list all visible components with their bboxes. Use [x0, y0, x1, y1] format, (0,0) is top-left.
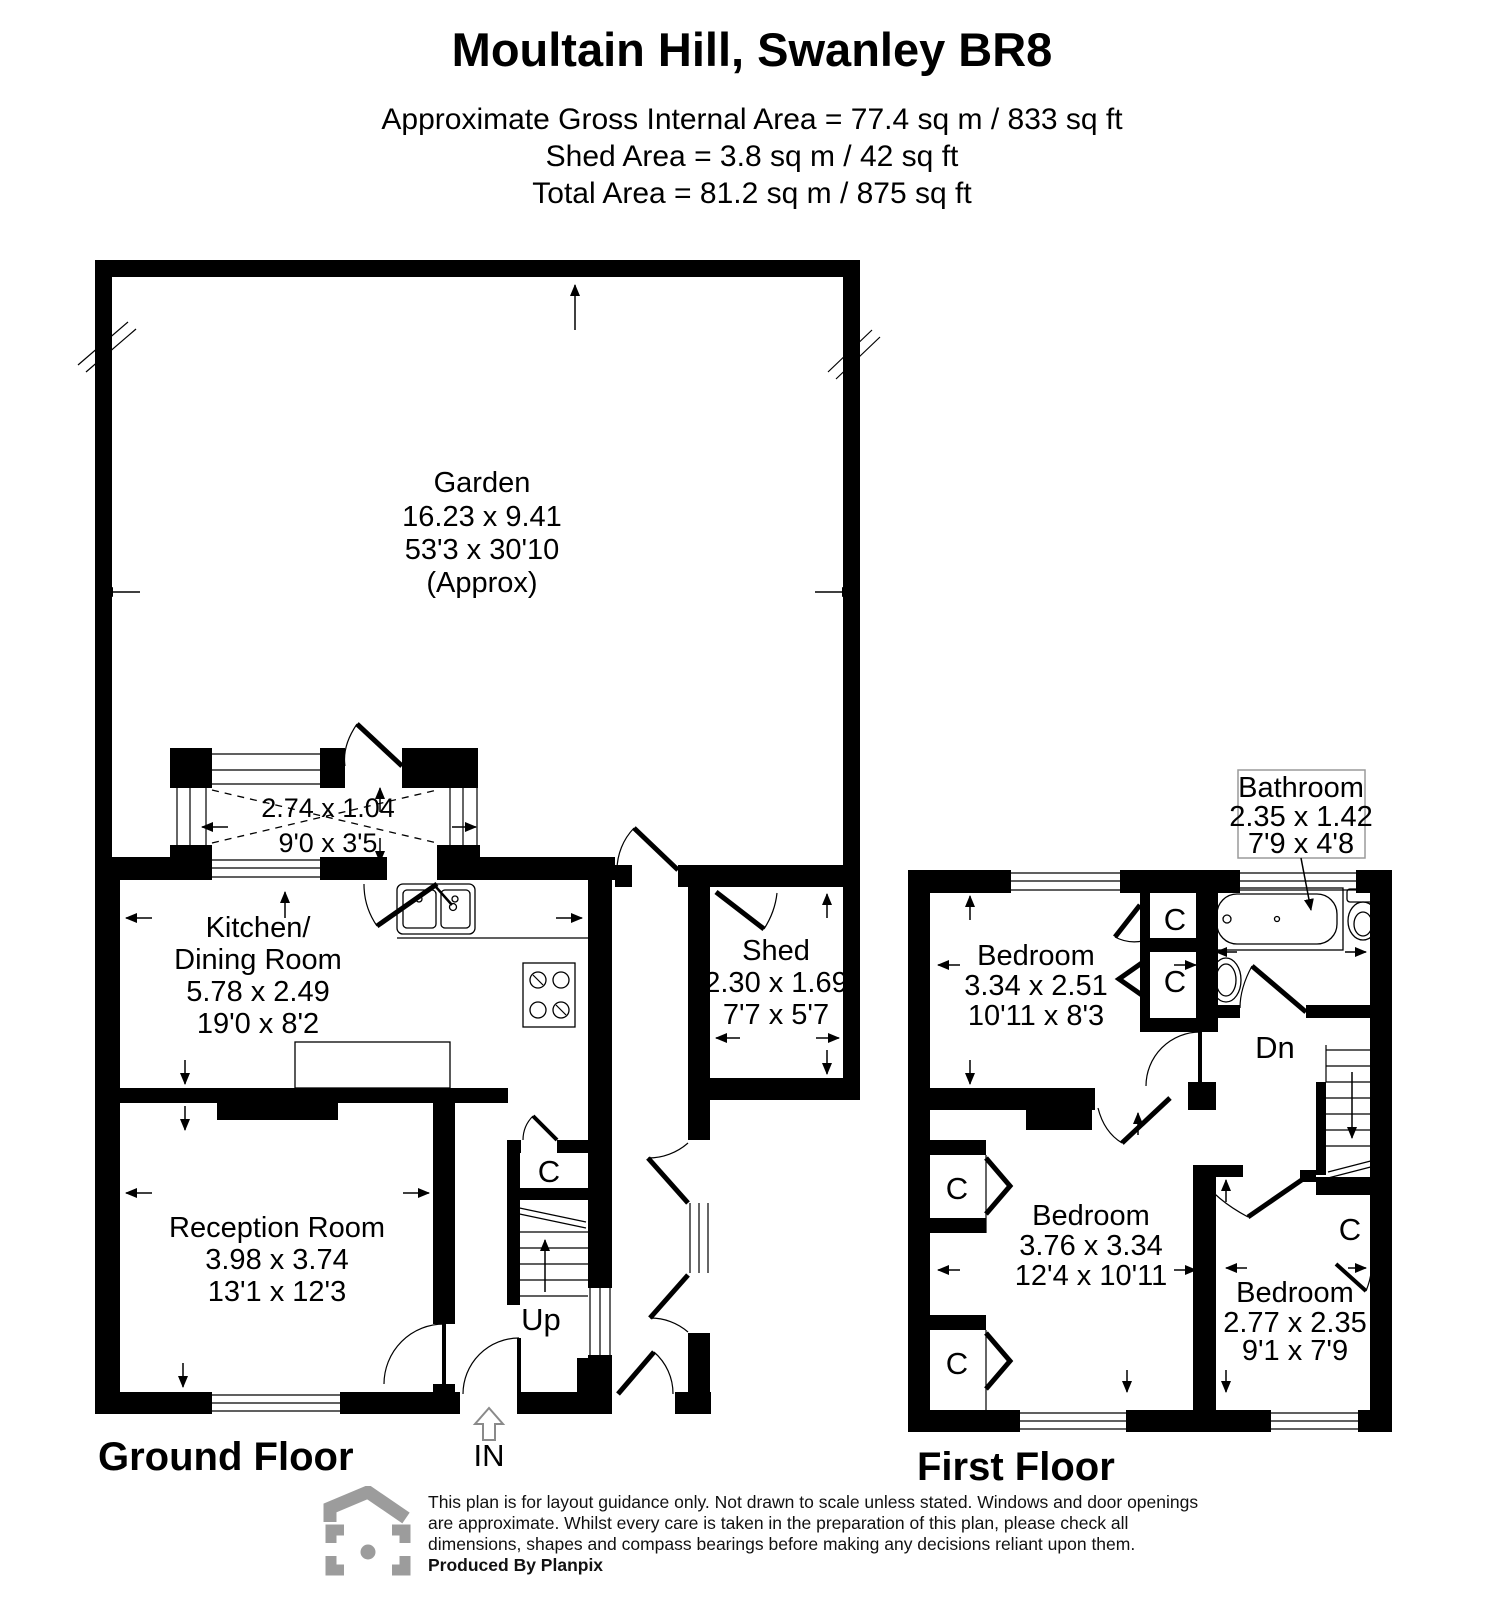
windows-first: [1011, 872, 1358, 1430]
first-floor-plan: Bathroom 2.35 x 1.42 7'9 x 4'8: [908, 769, 1392, 1489]
closet-marker: C: [1164, 902, 1186, 937]
shed-metric: 2.30 x 1.69: [704, 967, 848, 999]
kitchen-label-2: Dining Room: [174, 944, 342, 976]
closet-marker: C: [1164, 964, 1186, 999]
bay-imperial: 9'0 x 3'5: [279, 828, 378, 858]
disclaimer-line-2: are approximate. Whilst every care is ta…: [428, 1513, 1129, 1533]
staircase-up: [508, 1205, 588, 1297]
kitchen-counter: [294, 1041, 451, 1089]
garden-walls: [77, 260, 881, 1100]
windows-ground: [212, 859, 710, 1412]
first-floor-title: First Floor: [917, 1445, 1115, 1489]
reception-label: Reception Room: [169, 1212, 385, 1244]
shed-area: Shed Area = 3.8 sq m / 42 sq ft: [545, 140, 959, 173]
reception-imperial: 13'1 x 12'3: [208, 1276, 346, 1308]
disclaimer-line-1: This plan is for layout guidance only. N…: [428, 1492, 1199, 1512]
planpix-logo-icon: [323, 1486, 411, 1576]
bathroom-imperial: 7'9 x 4'8: [1248, 828, 1354, 860]
reception-metric: 3.98 x 3.74: [205, 1244, 349, 1276]
bedroom2-label: Bedroom: [1032, 1200, 1150, 1232]
bedroom1-label: Bedroom: [977, 940, 1095, 972]
bedroom1-metric: 3.34 x 2.51: [964, 970, 1108, 1002]
shed-label: Shed: [742, 935, 810, 967]
kitchen-imperial: 19'0 x 8'2: [197, 1008, 319, 1040]
dimension-arrows-ground: [101, 284, 854, 1388]
basin: [1209, 957, 1242, 1003]
bedroom3-imperial: 9'1 x 7'9: [1242, 1335, 1348, 1367]
gross-internal-area: Approximate Gross Internal Area = 77.4 s…: [381, 103, 1123, 136]
entrance-arrow-icon: [472, 1406, 506, 1441]
bedroom3-label: Bedroom: [1236, 1277, 1354, 1309]
shed-imperial: 7'7 x 5'7: [723, 999, 829, 1031]
kitchen-label-1: Kitchen/: [206, 912, 312, 944]
stove: [522, 962, 576, 1028]
closet-marker: C: [946, 1171, 968, 1206]
closet-marker: C: [1339, 1212, 1361, 1247]
disclaimer-line-3: dimensions, shapes and compass bearings …: [428, 1534, 1136, 1554]
staircase-down: [1325, 1045, 1392, 1179]
producer-credit: Produced By Planpix: [428, 1555, 604, 1575]
bedroom3-metric: 2.77 x 2.35: [1223, 1307, 1367, 1339]
stairs-up-label: Up: [521, 1302, 561, 1337]
garden-imperial: 53'3 x 30'10: [405, 534, 560, 566]
bay-window: [170, 722, 480, 880]
page-title: Moultain Hill, Swanley BR8: [451, 23, 1053, 76]
bathroom-callout: Bathroom 2.35 x 1.42 7'9 x 4'8: [1229, 769, 1373, 911]
bedroom1-imperial: 10'11 x 8'3: [968, 1000, 1104, 1032]
bay-metric: 2.74 x 1.04: [261, 793, 395, 823]
kitchen-sink: [396, 883, 588, 939]
closet-marker: C: [538, 1154, 560, 1189]
bathtub: [1210, 887, 1344, 951]
ground-floor-labels: Garden 16.23 x 9.41 53'3 x 30'10 (Approx…: [98, 467, 848, 1479]
header: Moultain Hill, Swanley BR8 Approximate G…: [0, 22, 1504, 212]
garden-label: Garden: [434, 467, 531, 499]
doors-first: [984, 903, 1373, 1410]
house-walls: [95, 857, 711, 1414]
doors-ground: [363, 826, 778, 1396]
kitchen-metric: 5.78 x 2.49: [186, 976, 330, 1008]
area-summary: Approximate Gross Internal Area = 77.4 s…: [0, 101, 1504, 212]
ground-floor-plan: Garden 16.23 x 9.41 53'3 x 30'10 (Approx…: [77, 260, 881, 1479]
shed-walls: [688, 865, 860, 1414]
entrance-label: IN: [474, 1438, 505, 1473]
closet-marker: C: [946, 1346, 968, 1381]
garden-metric: 16.23 x 9.41: [402, 501, 562, 533]
stairs-down-label: Dn: [1255, 1030, 1295, 1065]
total-area: Total Area = 81.2 sq m / 875 sq ft: [532, 177, 972, 210]
garden-note: (Approx): [426, 567, 537, 599]
first-floor-walls: [908, 870, 1392, 1432]
dimension-arrows-first: [937, 895, 1383, 1393]
bathroom-metric: 2.35 x 1.42: [1229, 801, 1373, 833]
first-floor-labels: Bedroom 3.34 x 2.51 10'11 x 8'3 Bedroom …: [917, 902, 1367, 1489]
bathroom-label: Bathroom: [1238, 772, 1364, 804]
bedroom2-metric: 3.76 x 3.34: [1019, 1230, 1163, 1262]
bedroom2-imperial: 12'4 x 10'11: [1015, 1260, 1167, 1292]
footer-disclaimer: This plan is for layout guidance only. N…: [428, 1492, 1428, 1576]
ground-floor-title: Ground Floor: [98, 1435, 354, 1479]
